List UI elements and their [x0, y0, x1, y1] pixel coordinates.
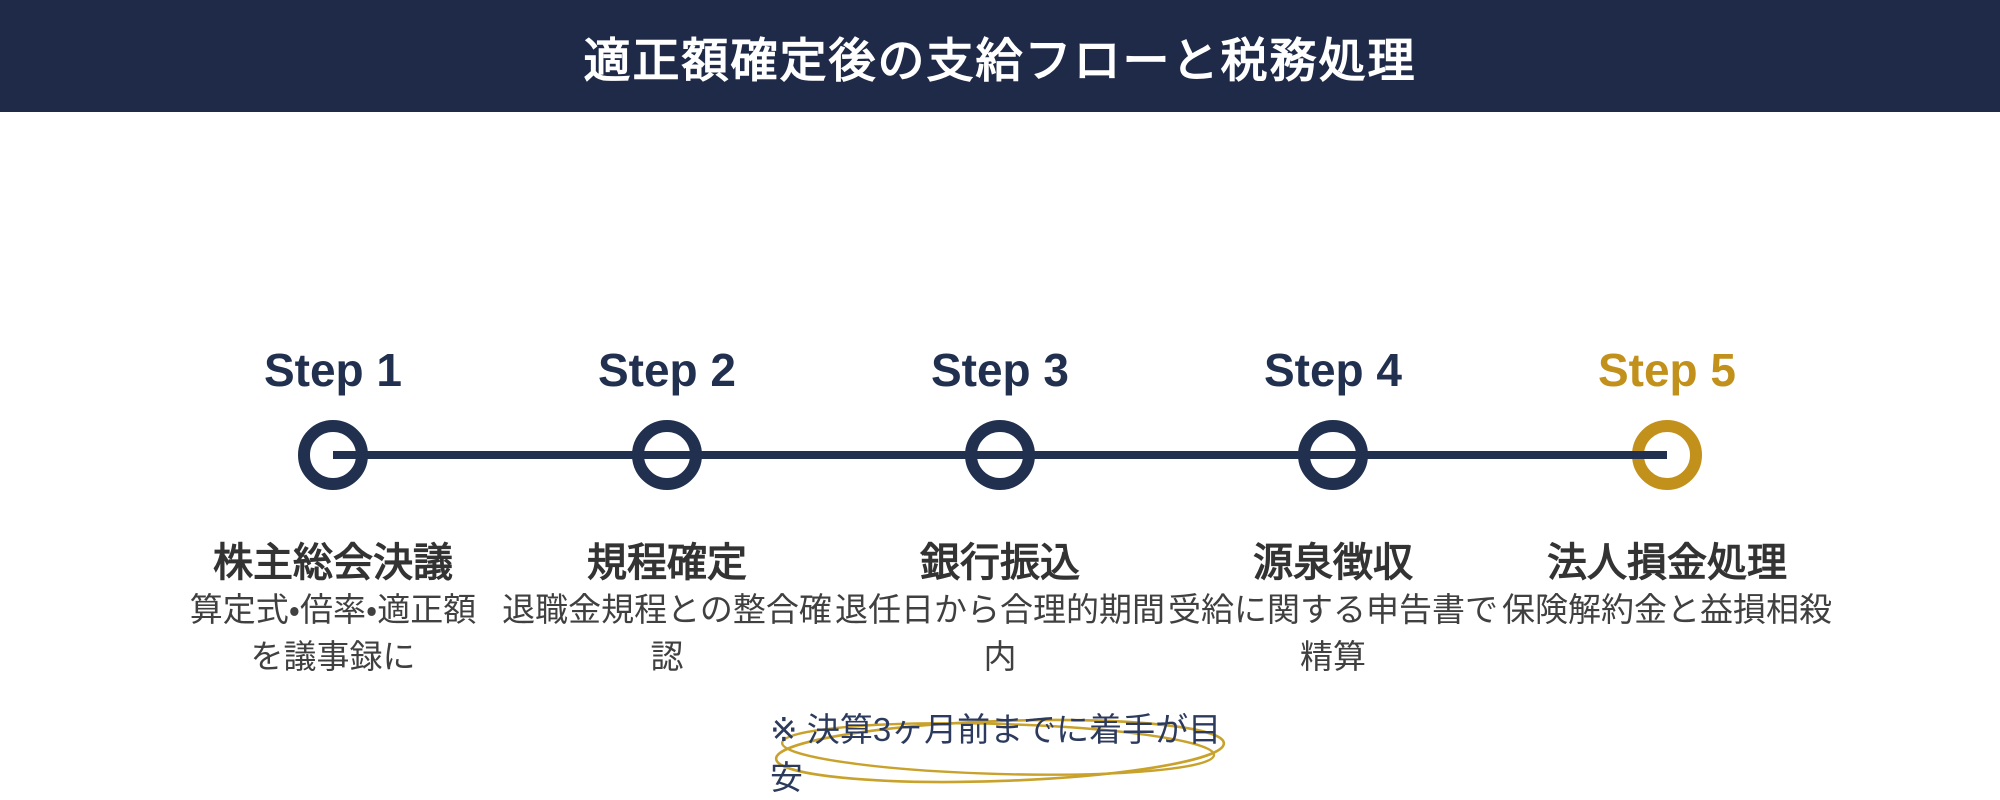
step-2-label: Step 2 [597, 344, 737, 396]
step-3-label: Step 3 [930, 344, 1070, 396]
page-title: 適正額確定後の支給フローと税務処理 [583, 33, 1417, 87]
step-4-description: 受給に関する申告書で 精算 [1153, 586, 1513, 680]
step-2: Step 2 規程確定 退職金規程との整合確 認 [487, 340, 847, 720]
header-bar: 適正額確定後の支給フローと税務処理 [0, 0, 2000, 112]
desc-line: を議事録に [250, 638, 416, 675]
step-4: Step 4 源泉徴収 受給に関する申告書で 精算 [1153, 340, 1513, 720]
step-1-title: 株主総会決議 [213, 541, 453, 585]
step-4-label: Step 4 [1263, 344, 1403, 396]
step-2-title: 規程確定 [587, 541, 747, 585]
step-1-label: Step 1 [263, 344, 403, 396]
step-4-title: 源泉徴収 [1253, 541, 1413, 585]
step-3-description: 退任日から合理的期間 内 [820, 586, 1180, 680]
step-3: Step 3 銀行振込 退任日から合理的期間 内 [820, 340, 1180, 720]
desc-line: 認 [650, 638, 684, 675]
desc-line: 保険解約金と益損相殺 [1502, 591, 1832, 628]
note: ※ 決算3ヶ月前までに着手が目安 [770, 710, 1230, 798]
step-1: Step 1 株主総会決議 算定式・倍率・適正額 を議事録に [153, 340, 513, 720]
step-5-description: 保険解約金と益損相殺 [1487, 586, 1847, 633]
step-5: Step 5 法人損金処理 保険解約金と益損相殺 [1487, 340, 1847, 720]
desc-line: 精算 [1300, 638, 1366, 675]
step-2-description: 退職金規程との整合確 認 [487, 586, 847, 680]
desc-line: 受給に関する申告書で [1168, 591, 1498, 628]
desc-line: 退任日から合理的期間 [835, 591, 1165, 628]
note-ellipse-icon [774, 718, 1226, 784]
note-text: ※ 決算3ヶ月前までに着手が目安 [770, 711, 1222, 796]
step-3-title: 銀行振込 [920, 541, 1080, 585]
desc-line: 算定式・倍率・適正額 [189, 591, 477, 628]
desc-line: 退職金規程との整合確 [502, 591, 832, 628]
step-5-label: Step 5 [1597, 344, 1737, 396]
desc-line: 内 [983, 638, 1017, 675]
timeline-line [333, 451, 1667, 459]
step-5-title: 法人損金処理 [1547, 541, 1787, 585]
step-1-description: 算定式・倍率・適正額 を議事録に [153, 586, 513, 680]
